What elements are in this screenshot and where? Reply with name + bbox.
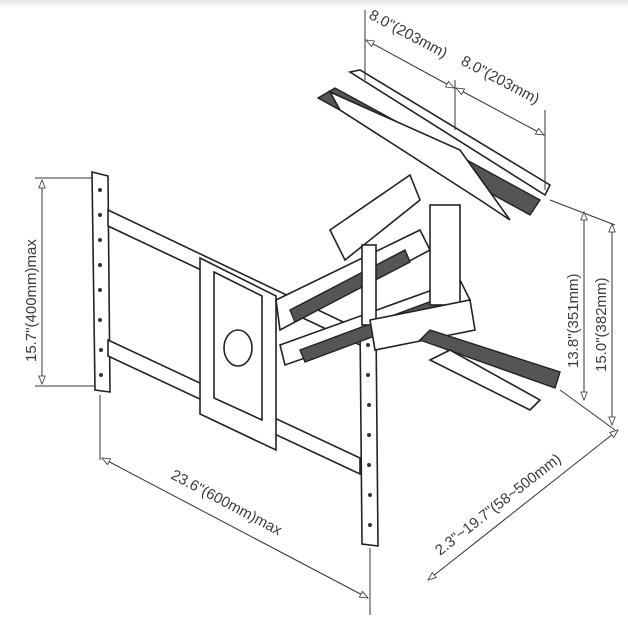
tv-bracket — [316, 69, 561, 411]
extension-range-label: 2.3"~19.7"(58~500mm) — [432, 450, 565, 559]
wall-plate-height-label: 15.7"(400mm)max — [23, 239, 40, 362]
tv-plate-height-outer-label: 15.0"(382mm) — [593, 277, 610, 372]
tv-plate-height-inner-label: 13.8"(351mm) — [565, 273, 582, 368]
wall-plate-width-label: 23.6"(600mm)max — [168, 467, 285, 540]
vesa-horizontal-left-label: 8.0"(203mm) — [366, 7, 450, 62]
dimension-lines — [35, 10, 618, 615]
articulating-arms — [275, 173, 476, 367]
top-border — [0, 0, 628, 8]
vesa-horizontal-right-label: 8.0"(203mm) — [458, 53, 542, 108]
